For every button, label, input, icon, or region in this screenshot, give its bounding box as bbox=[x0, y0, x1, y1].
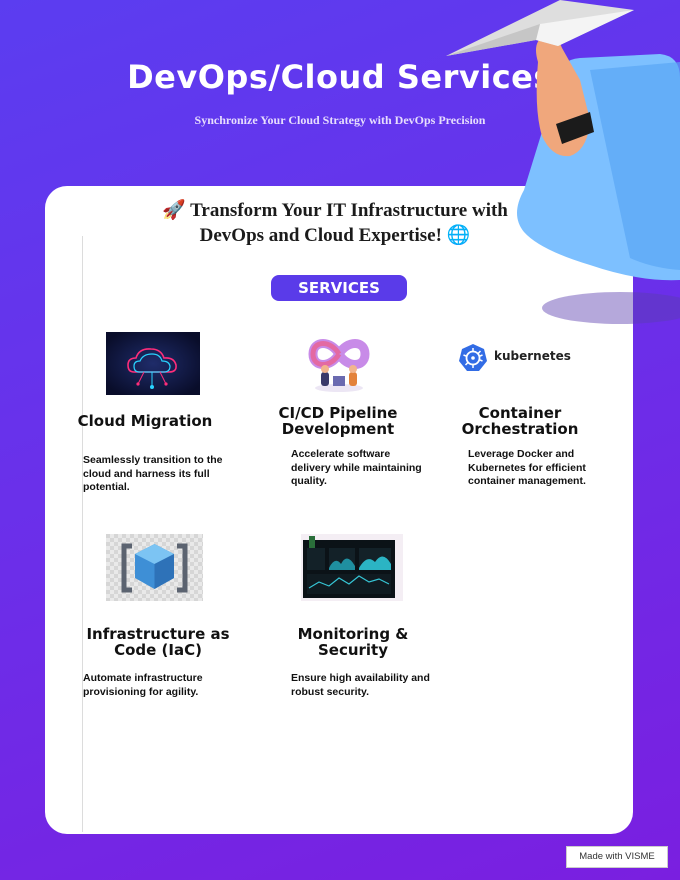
service-title-monitoring: Monitoring & Security bbox=[297, 625, 409, 659]
service-title-container: Container Orchestration bbox=[461, 404, 579, 438]
infinity-loop-image bbox=[303, 326, 375, 396]
kubernetes-helm-icon bbox=[459, 344, 487, 371]
code-cube-image bbox=[106, 534, 203, 601]
service-desc-cloud-migration: Seamlessly transition to the cloud and h… bbox=[83, 454, 223, 493]
kubernetes-logo: kubernetes bbox=[458, 343, 571, 373]
page-title: DevOps/Cloud Services bbox=[127, 58, 553, 96]
headline-line-1: 🚀 Transform Your IT Infrastructure with bbox=[162, 200, 508, 221]
services-card: 🚀 Transform Your IT Infrastructure with … bbox=[45, 186, 633, 834]
service-desc-monitoring: Ensure high availability and robust secu… bbox=[291, 672, 430, 698]
kubernetes-logo-text: kubernetes bbox=[494, 349, 571, 363]
service-title-cloud-migration: Cloud Migration bbox=[77, 412, 213, 430]
hand-paper-plane-illustration bbox=[440, 0, 680, 330]
visme-badge[interactable]: Made with VISME bbox=[566, 846, 668, 868]
cloud-circuit-image bbox=[106, 332, 200, 395]
services-pill: SERVICES bbox=[271, 275, 407, 301]
card-divider bbox=[82, 236, 83, 832]
headline-line-2: DevOps and Cloud Expertise! 🌐 bbox=[199, 225, 471, 246]
service-title-iac: Infrastructure as Code (IaC) bbox=[86, 625, 230, 659]
service-desc-container: Leverage Docker and Kubernetes for effic… bbox=[468, 448, 586, 487]
service-desc-iac: Automate infrastructure provisioning for… bbox=[83, 672, 203, 698]
service-title-cicd: CI/CD Pipeline Development bbox=[278, 404, 398, 438]
dashboard-image bbox=[301, 534, 403, 601]
page-subtitle: Synchronize Your Cloud Strategy with Dev… bbox=[194, 113, 486, 127]
service-desc-cicd: Accelerate software delivery while maint… bbox=[291, 448, 422, 487]
headline: 🚀 Transform Your IT Infrastructure with … bbox=[125, 198, 545, 248]
